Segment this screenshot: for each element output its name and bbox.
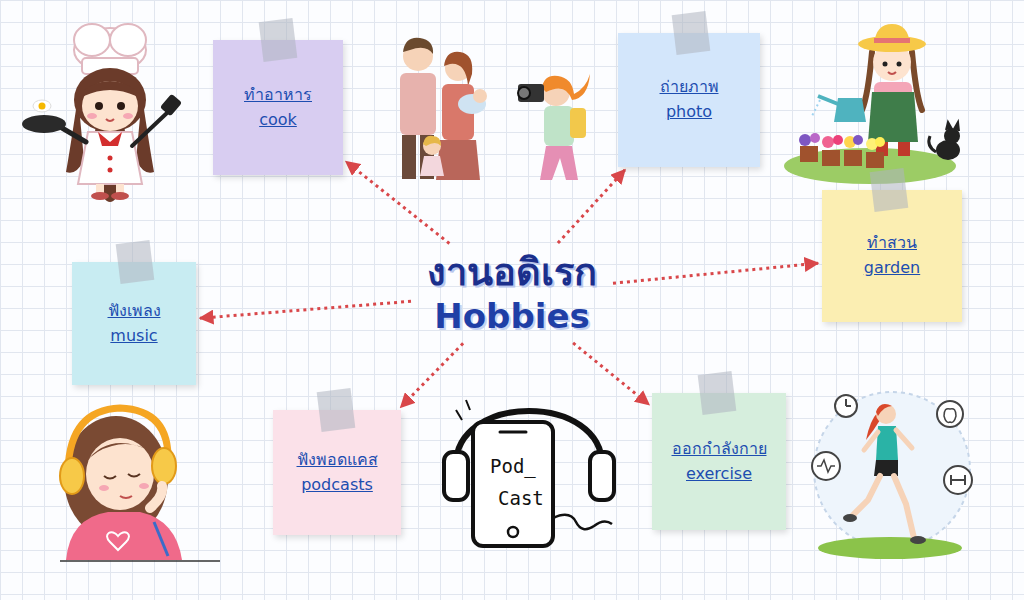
note-text: ออกกำลังกาย <box>672 437 767 462</box>
music-girl <box>60 408 220 561</box>
hobby-note: ออกกำลังกายexercise <box>652 393 786 530</box>
dotted-arrow <box>558 170 625 243</box>
note-text: ฟังพอดแคส <box>297 448 378 473</box>
tape-strip <box>870 168 909 212</box>
note-text: music <box>110 324 157 349</box>
note-text: ถ่ายภาพ <box>660 75 719 100</box>
note-text: ทำสวน <box>867 231 917 256</box>
note-text: exercise <box>686 462 752 487</box>
note-text: ฟังเพลง <box>108 299 161 324</box>
hobby-note: ถ่ายภาพphoto <box>618 33 760 167</box>
tape-strip <box>672 11 711 55</box>
gardener-girl <box>784 24 960 184</box>
family-photo-illustration <box>400 38 590 180</box>
note-text: cook <box>259 108 297 133</box>
runner-illustration <box>812 392 972 559</box>
note-text: garden <box>864 256 920 281</box>
note-text: podcasts <box>301 473 373 498</box>
hobby-note: ทำสวนgarden <box>822 190 962 322</box>
tape-strip <box>116 240 155 284</box>
hobby-note: ฟังพอดแคสpodcasts <box>273 410 401 535</box>
note-text: photo <box>666 100 712 125</box>
dotted-arrow <box>346 162 449 244</box>
note-text: ทำอาหาร <box>244 83 312 108</box>
hobby-note: ฟังเพลงmusic <box>72 262 196 385</box>
dotted-arrow <box>200 301 411 318</box>
dotted-arrow <box>401 343 463 407</box>
podcast-phone <box>444 400 614 546</box>
central-topic: งานอดิเรกHobbies <box>415 246 609 340</box>
phone-screen-text: Pod_ <box>490 456 536 477</box>
topic-text: Hobbies <box>434 296 589 337</box>
tape-strip <box>317 388 356 432</box>
chef-girl <box>22 24 182 202</box>
dotted-arrow <box>573 343 649 405</box>
tape-strip <box>698 371 737 415</box>
hobby-note: ทำอาหารcook <box>213 40 343 175</box>
tape-strip <box>259 18 298 62</box>
dotted-arrow <box>613 263 818 283</box>
topic-text: งานอดิเรก <box>427 250 597 296</box>
phone-screen-text: Cast <box>498 488 544 509</box>
